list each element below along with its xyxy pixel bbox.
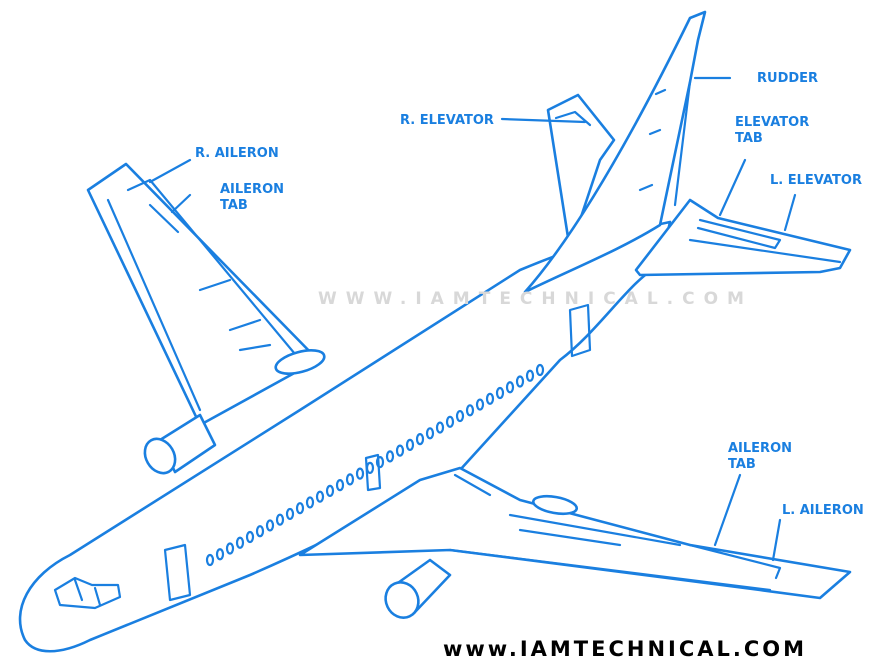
- cabin-window: [405, 438, 415, 451]
- label-rudder: RUDDER: [757, 71, 818, 86]
- left-wing: [298, 466, 852, 600]
- fuselage: [18, 220, 672, 653]
- vertical-fin: [523, 10, 707, 294]
- label-r-aileron-tab: AILERON: [220, 182, 284, 197]
- cabin-window: [215, 548, 225, 561]
- cabin-window: [485, 392, 495, 405]
- cabin-window: [225, 542, 235, 555]
- right-engine: [143, 413, 217, 475]
- label-r-aileron-tab-2: TAB: [220, 198, 248, 213]
- cabin-window: [235, 536, 245, 549]
- cabin-window: [455, 409, 465, 423]
- cabin-window: [305, 496, 315, 509]
- cabin-window: [435, 421, 445, 434]
- right-elevator: [546, 93, 616, 252]
- left-engine: [384, 558, 452, 619]
- cabin-window: [315, 490, 325, 503]
- left-horizontal-stabilizer: [634, 198, 852, 277]
- cabin-window: [505, 381, 515, 394]
- cabin-window: [525, 369, 535, 382]
- cabin-window: [515, 375, 525, 388]
- cabin-window: [385, 450, 395, 463]
- cabin-window: [445, 415, 455, 428]
- cabin-window: [255, 525, 265, 538]
- cabin-window: [355, 467, 365, 480]
- cabin-window: [265, 519, 275, 532]
- cabin-window: [475, 398, 485, 411]
- cabin-window: [245, 530, 255, 544]
- label-l-aileron-tab: AILERON: [728, 441, 792, 456]
- label-r-elevator: R. ELEVATOR: [400, 113, 494, 128]
- footer-url: www.IAMTECHNICAL.COM: [443, 637, 807, 661]
- cabin-window: [345, 473, 355, 486]
- label-l-elevator: L. ELEVATOR: [770, 173, 862, 188]
- cabin-window: [465, 404, 475, 417]
- cabin-window: [325, 484, 335, 498]
- cabin-window: [365, 461, 375, 474]
- cabin-window: [415, 432, 425, 446]
- cabin-window: [495, 386, 505, 400]
- callout-arrows: [148, 76, 797, 562]
- cabin-window: [375, 456, 385, 469]
- label-r-aileron: R. AILERON: [195, 146, 279, 161]
- cabin-window: [275, 513, 285, 526]
- cabin-windows: [205, 363, 545, 567]
- label-l-aileron: L. AILERON: [782, 503, 864, 518]
- cabin-window: [335, 479, 345, 492]
- cabin-window: [535, 363, 545, 377]
- cabin-window: [285, 507, 295, 521]
- cabin-window: [295, 502, 305, 515]
- cabin-window: [205, 553, 215, 567]
- label-elevator-tab-2: TAB: [735, 131, 763, 146]
- label-elevator-tab: ELEVATOR: [735, 115, 809, 130]
- label-l-aileron-tab-2: TAB: [728, 457, 756, 472]
- cabin-window: [395, 444, 405, 457]
- right-wing: [86, 162, 326, 427]
- watermark: WWW.IAMTECHNICAL.COM: [318, 289, 753, 309]
- cabin-window: [425, 427, 435, 440]
